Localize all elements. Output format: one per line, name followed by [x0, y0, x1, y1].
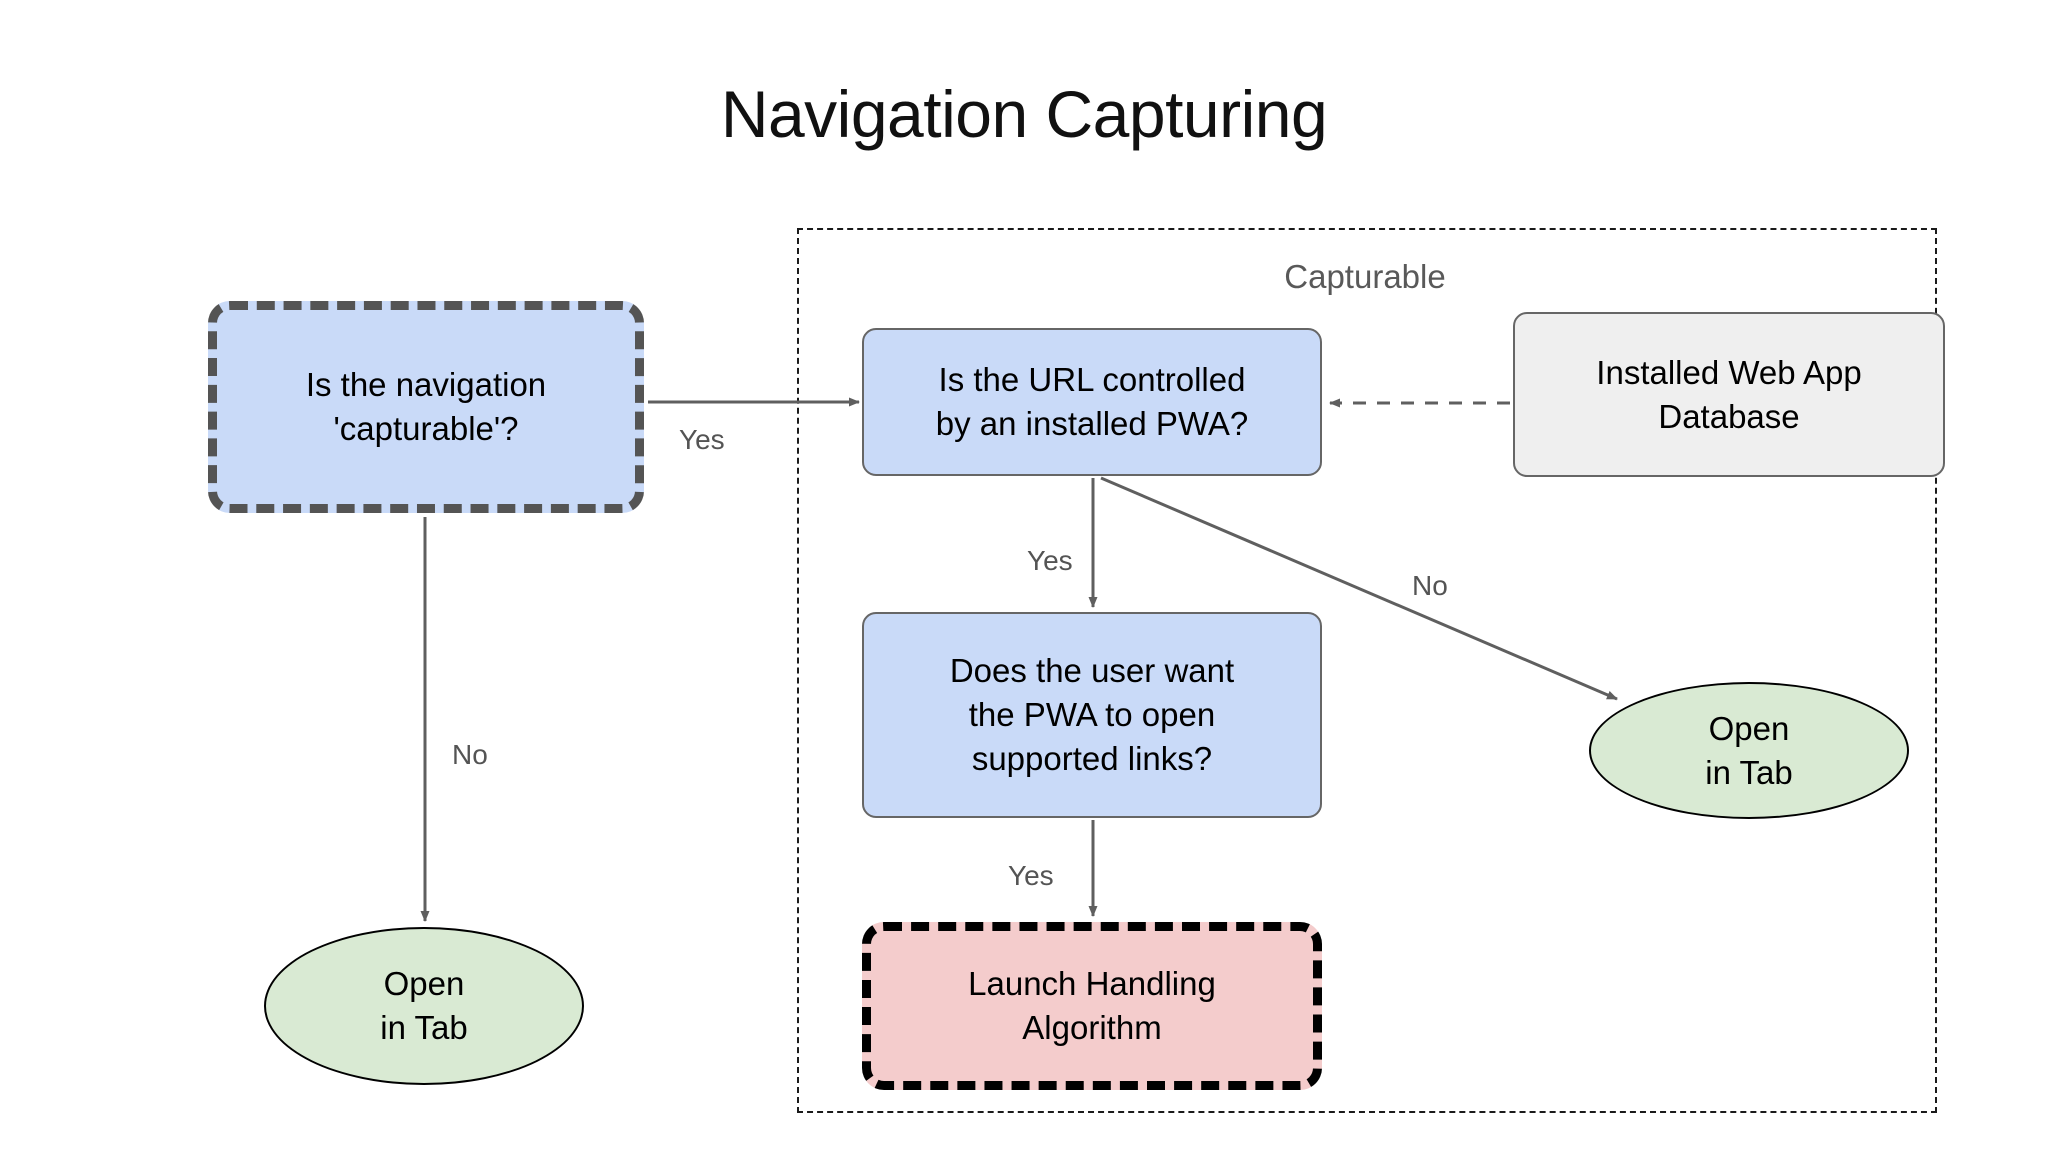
node-label: Open in Tab	[380, 965, 468, 1046]
node-does-user-want-pwa-open-links[interactable]: Does the user want the PWA to open suppo…	[862, 612, 1322, 818]
node-label: Open in Tab	[1705, 709, 1793, 791]
node-label: Does the user want the PWA to open suppo…	[949, 652, 1235, 777]
node-launch-handling-algorithm[interactable]: Launch Handling Algorithm	[862, 922, 1322, 1090]
node-is-url-controlled-by-pwa[interactable]: Is the URL controlled by an installed PW…	[862, 328, 1322, 476]
node-is-navigation-capturable[interactable]: Is the navigation 'capturable'?	[208, 301, 644, 513]
edge-label-url-yes: Yes	[1027, 545, 1073, 576]
node-open-in-tab-left[interactable]: Open in Tab	[264, 927, 584, 1085]
node-installed-web-app-database[interactable]: Installed Web App Database	[1513, 312, 1945, 477]
node-label: Launch Handling Algorithm	[968, 965, 1216, 1046]
edge-label-userwant-yes: Yes	[1008, 860, 1054, 891]
node-open-in-tab-right[interactable]: Open in Tab	[1589, 682, 1909, 819]
capturable-group-label: Capturable	[1284, 258, 1446, 295]
edge-label-url-no: No	[1412, 570, 1448, 601]
edge-label-capturable-yes: Yes	[679, 424, 725, 455]
capturable-group-container	[797, 228, 1937, 1113]
page-title: Navigation Capturing	[720, 77, 1328, 151]
edge-label-capturable-no: No	[452, 739, 488, 770]
node-label: Installed Web App Database	[1596, 353, 1862, 435]
node-label: Is the navigation 'capturable'?	[305, 366, 547, 447]
node-label: Is the URL controlled by an installed PW…	[935, 361, 1249, 442]
